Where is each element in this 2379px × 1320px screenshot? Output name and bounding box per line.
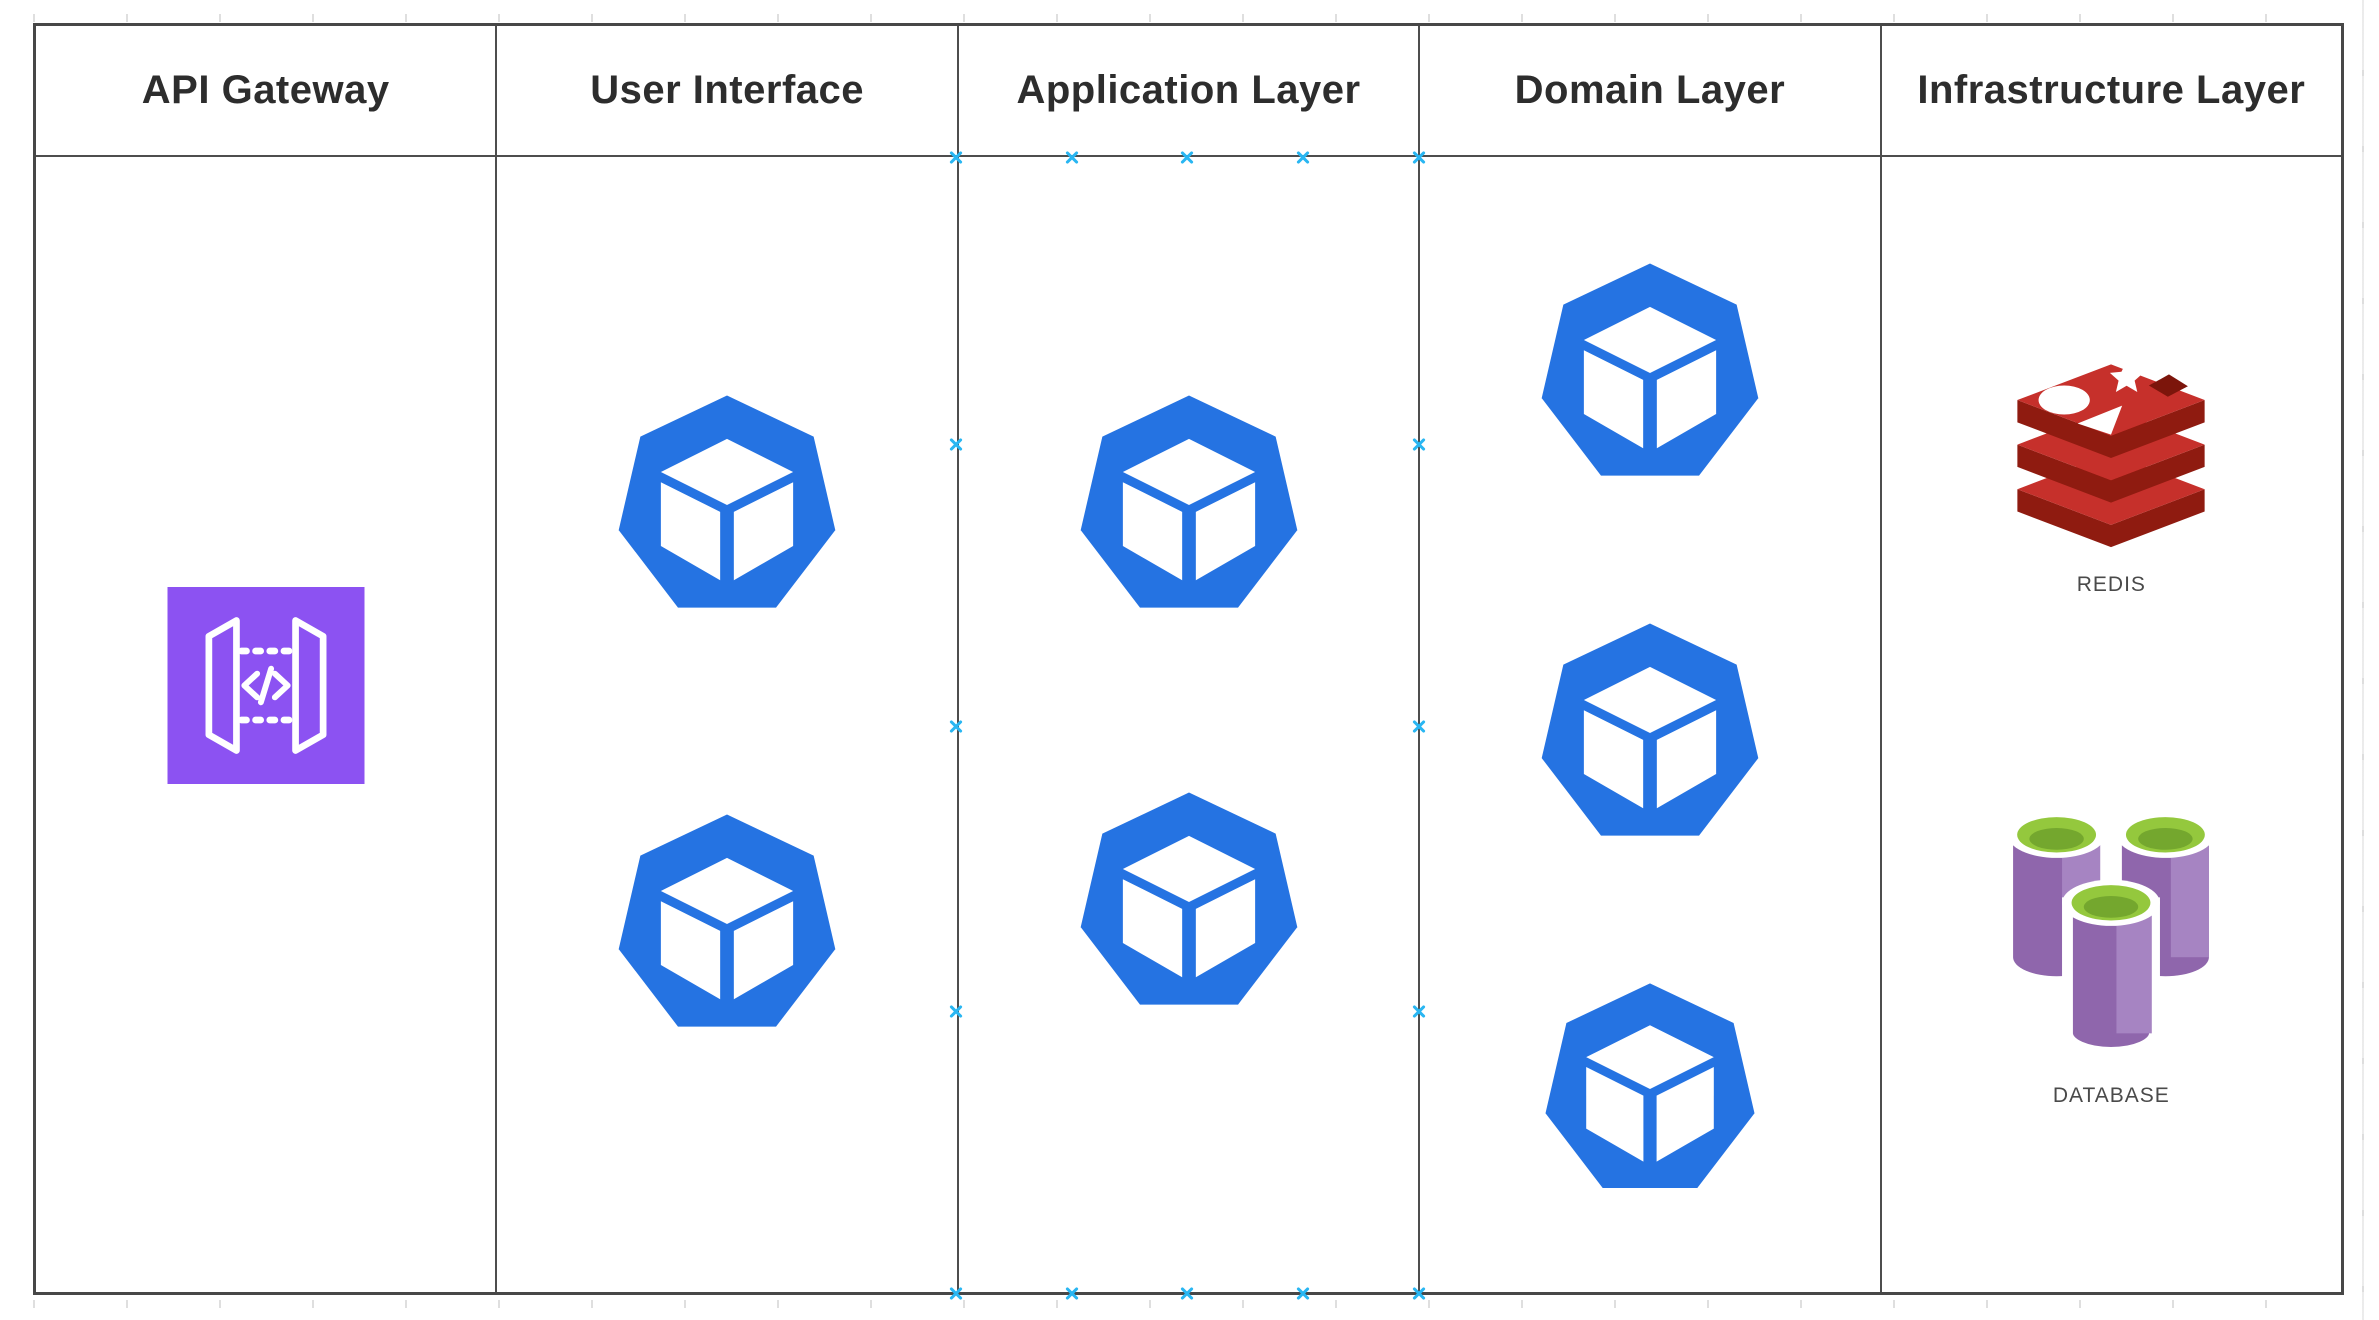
connection-point-icon[interactable] [1411, 718, 1427, 734]
module-shape[interactable] [613, 386, 841, 624]
lane-body-user-interface [497, 157, 956, 1292]
module-icon [1541, 263, 1759, 476]
aws-api-gateway-shape[interactable] [167, 585, 365, 786]
redis-label: REDIS [2076, 573, 2146, 596]
connection-point-icon[interactable] [1411, 1003, 1427, 1019]
module-shape[interactable] [1075, 783, 1303, 1021]
connection-point-icon[interactable] [948, 436, 964, 452]
connection-point-icon[interactable] [948, 149, 964, 165]
module-icon [618, 395, 836, 608]
redis-shape[interactable]: REDIS [1992, 351, 2230, 597]
module-icon [618, 814, 836, 1027]
connection-point-icon[interactable] [948, 718, 964, 734]
module-icon [1545, 983, 1755, 1188]
module-shape[interactable] [1075, 386, 1303, 624]
lane-domain-layer[interactable]: Domain Layer [1420, 26, 1882, 1292]
lane-body-application-layer [959, 157, 1418, 1292]
canvas-ruler-ticks-bottom [33, 1300, 2344, 1308]
swimlane-pool: API Gateway [33, 23, 2344, 1295]
connection-point-icon[interactable] [1179, 1285, 1195, 1301]
database-icon [2007, 811, 2215, 1058]
connection-point-icon[interactable] [1411, 436, 1427, 452]
module-shape[interactable] [1536, 254, 1764, 492]
connection-point-icon[interactable] [1179, 149, 1195, 165]
lane-header-api-gateway[interactable]: API Gateway [36, 26, 496, 157]
module-icon [1541, 623, 1759, 836]
aws-api-gateway-icon [167, 587, 365, 784]
lane-infrastructure-layer[interactable]: Infrastructure Layer [1881, 26, 2342, 1292]
lane-header-infrastructure-layer[interactable]: Infrastructure Layer [1881, 26, 2342, 157]
lane-body-domain-layer [1420, 157, 1879, 1292]
module-icon [1080, 395, 1297, 608]
connection-point-icon[interactable] [1064, 149, 1080, 165]
redis-icon [2017, 361, 2205, 548]
connection-point-icon[interactable] [1295, 1285, 1311, 1301]
lane-header-domain-layer[interactable]: Domain Layer [1420, 26, 1880, 157]
connection-point-icon[interactable] [1064, 1285, 1080, 1301]
connection-point-icon[interactable] [1411, 1285, 1427, 1301]
connection-point-icon[interactable] [1295, 149, 1311, 165]
lane-header-application-layer[interactable]: Application Layer [958, 26, 1419, 157]
lane-header-user-interface[interactable]: User Interface [497, 26, 957, 157]
lane-body-infrastructure-layer: REDIS [1882, 157, 2341, 1292]
lane-api-gateway[interactable]: API Gateway [36, 26, 498, 1292]
module-shape[interactable] [1536, 614, 1764, 852]
lane-body-api-gateway [36, 157, 495, 1292]
module-icon [1080, 792, 1297, 1005]
lane-application-layer[interactable]: Application Layer [958, 26, 1421, 1292]
canvas-ruler-ticks-top [33, 14, 2344, 22]
canvas-page-edge [2362, 0, 2364, 1320]
database-shape[interactable]: DATABASE [1975, 784, 2247, 1108]
lane-user-interface[interactable]: User Interface [497, 26, 959, 1292]
database-label: DATABASE [2052, 1084, 2170, 1107]
connection-point-icon[interactable] [948, 1003, 964, 1019]
connection-point-icon[interactable] [1411, 149, 1427, 165]
module-shape[interactable] [613, 805, 841, 1043]
module-shape[interactable] [1540, 975, 1760, 1203]
connection-point-icon[interactable] [948, 1285, 964, 1301]
